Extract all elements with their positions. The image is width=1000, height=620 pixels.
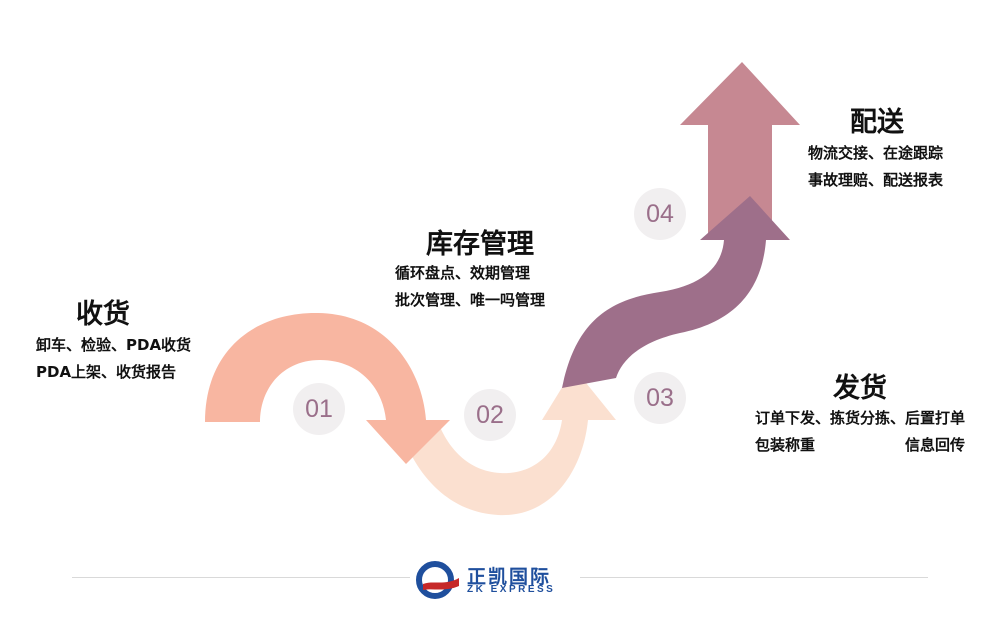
step-number-01: 01	[293, 383, 345, 435]
step-number-02: 02	[464, 389, 516, 441]
step-03-line-2-left: 包装称重	[755, 436, 816, 454]
logo-mark-icon	[416, 561, 459, 599]
arrow-step-03	[562, 196, 790, 388]
arrow-step-02	[398, 368, 616, 516]
company-logo: 正凯国际 ZK EXPRESS	[415, 560, 575, 600]
step-number-02-label: 02	[476, 400, 504, 429]
logo-text-cn: 正凯国际	[467, 566, 552, 588]
step-03-line-2: 包装称重 信息回传	[755, 432, 965, 459]
step-number-01-label: 01	[305, 394, 333, 423]
step-02-line-2: 批次管理、唯一吗管理	[395, 291, 546, 309]
step-number-04: 04	[634, 188, 686, 240]
step-01-description: 卸车、检验、PDA收货 PDA上架、收货报告	[36, 332, 191, 386]
step-04-description: 物流交接、在途跟踪 事故理赔、配送报表	[808, 140, 943, 194]
step-02-line-1: 循环盘点、效期管理	[395, 264, 531, 282]
step-number-03-label: 03	[646, 383, 674, 412]
step-04-line-2: 事故理赔、配送报表	[808, 171, 944, 189]
arrow-step-01	[205, 312, 450, 464]
step-02-title: 库存管理	[426, 229, 534, 260]
logo-text-en: ZK EXPRESS	[467, 584, 556, 595]
step-number-03: 03	[634, 372, 686, 424]
footer-divider-left	[72, 577, 410, 578]
step-number-04-label: 04	[646, 199, 674, 228]
footer-divider-right	[580, 577, 928, 578]
step-03-line-2-right: 信息回传	[904, 436, 965, 454]
step-01-line-2: PDA上架、收货报告	[36, 363, 177, 381]
step-04-title: 配送	[850, 107, 904, 138]
step-03-line-1: 订单下发、拣货分拣、后置打单	[755, 409, 966, 427]
step-01-line-1: 卸车、检验、PDA收货	[36, 336, 192, 354]
step-03-title: 发货	[833, 373, 887, 404]
step-01-title: 收货	[76, 299, 130, 330]
arrow-step-04	[680, 62, 800, 240]
step-02-description: 循环盘点、效期管理 批次管理、唯一吗管理	[395, 260, 545, 314]
step-03-description: 订单下发、拣货分拣、后置打单 包装称重 信息回传	[755, 405, 965, 459]
step-04-line-1: 物流交接、在途跟踪	[808, 144, 944, 162]
